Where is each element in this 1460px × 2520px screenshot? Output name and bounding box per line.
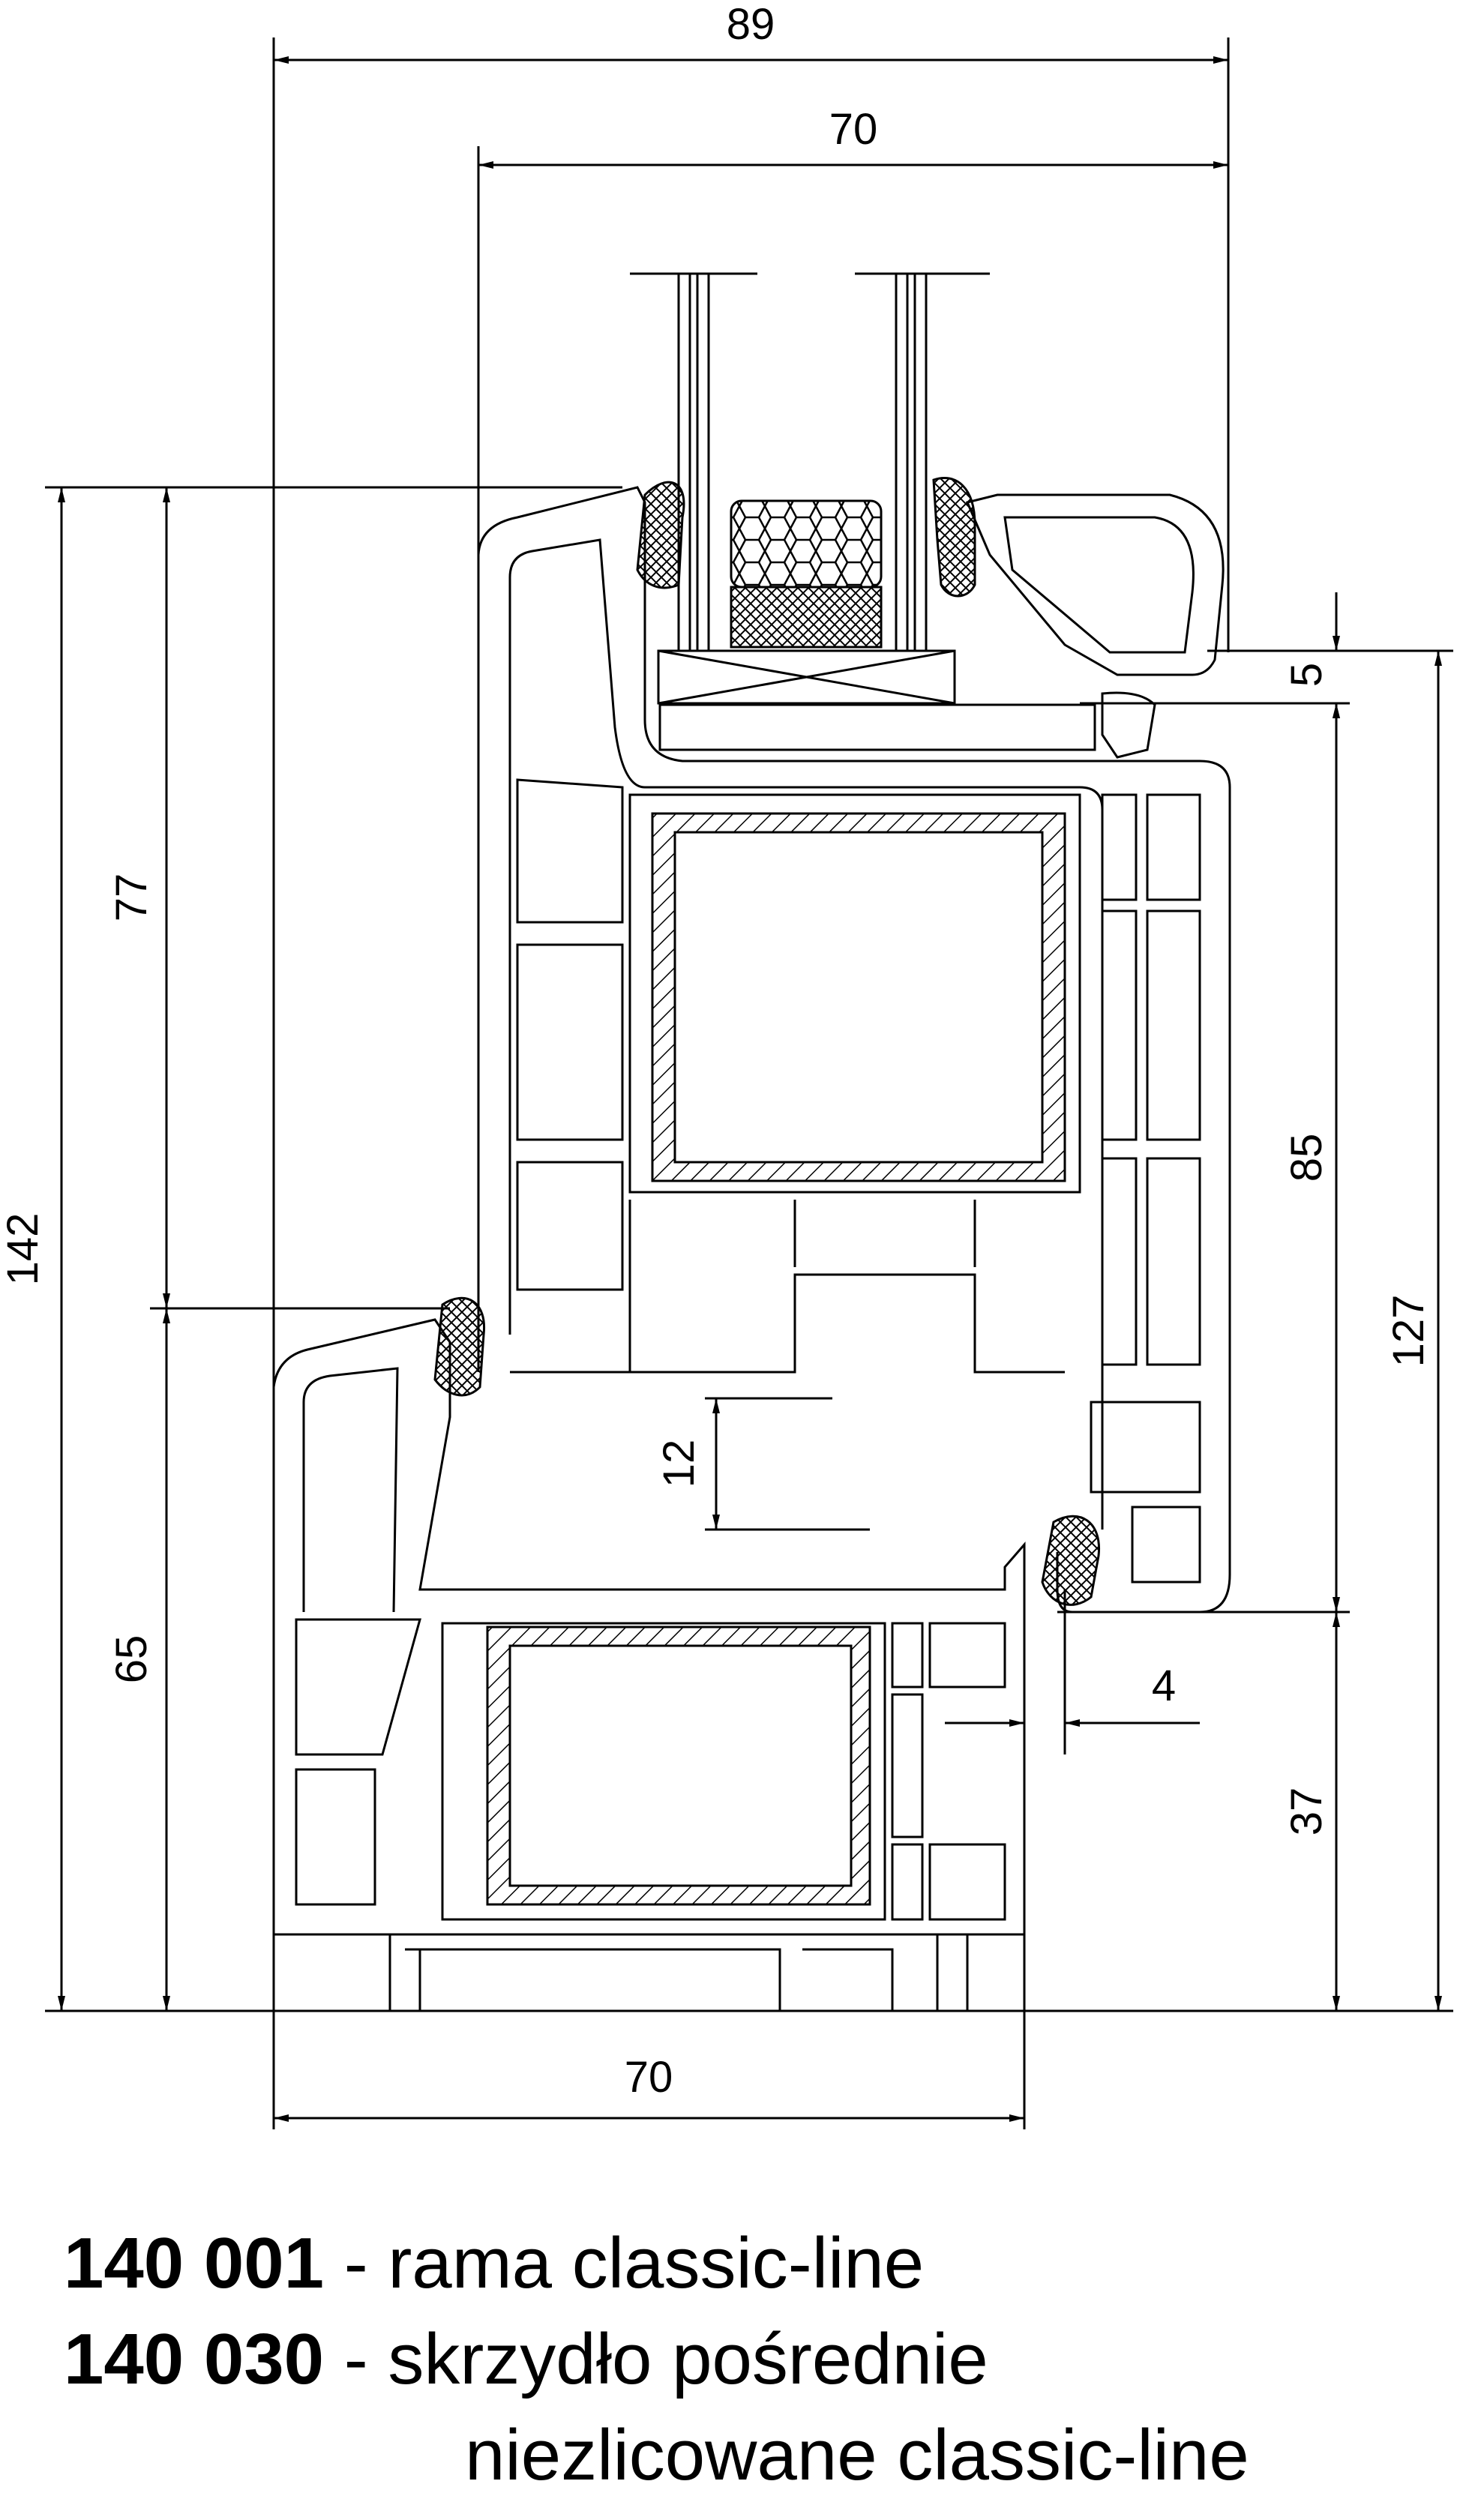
legend-separator: - xyxy=(324,2319,388,2399)
gaskets xyxy=(433,477,1101,1606)
dim-label-4: 4 xyxy=(1152,1662,1176,1710)
dim-label-77: 77 xyxy=(107,873,156,922)
dim-label-70-bottom: 70 xyxy=(625,2053,673,2102)
dim-label-5: 5 xyxy=(1282,663,1331,687)
legend-code-sash: 140 030 xyxy=(64,2319,325,2399)
legend-text-sash: skrzydło pośrednie xyxy=(388,2319,988,2399)
dim-label-85: 85 xyxy=(1282,1134,1331,1182)
dim-label-12: 12 xyxy=(655,1440,703,1488)
legend-text-frame: rama classic-line xyxy=(388,2223,925,2303)
frame-reinforcement xyxy=(486,1626,871,1906)
dim-label-37: 37 xyxy=(1282,1787,1331,1836)
dim-label-89: 89 xyxy=(727,0,775,49)
legend-code-frame: 140 001 xyxy=(64,2223,325,2303)
sash-profile xyxy=(477,486,1231,1614)
legend-row-sash-continued: niezlicowane classic-line xyxy=(465,2411,1249,2500)
legend-row-frame: 140 001 - rama classic-line xyxy=(64,2219,924,2308)
legend-text-sash-continued: niezlicowane classic-line xyxy=(465,2415,1249,2495)
frame-profile xyxy=(272,1318,1026,2012)
dim-label-127: 127 xyxy=(1384,1295,1433,1368)
dim-label-70-top: 70 xyxy=(829,105,878,154)
dim-label-65: 65 xyxy=(107,1635,156,1684)
dimension-labels: 89 70 142 77 65 5 85 37 127 12 4 70 xyxy=(0,0,1433,2102)
profile-cross-section-drawing: 89 70 142 77 65 5 85 37 127 12 4 70 xyxy=(0,0,1453,2129)
legend-row-sash: 140 030 - skrzydło pośrednie xyxy=(64,2315,988,2404)
dim-label-142: 142 xyxy=(0,1213,47,1286)
dimension-lines xyxy=(58,56,1442,2122)
sash-reinforcement xyxy=(651,812,1066,1182)
glazing-spacer xyxy=(657,499,956,705)
legend-separator: - xyxy=(324,2223,388,2303)
